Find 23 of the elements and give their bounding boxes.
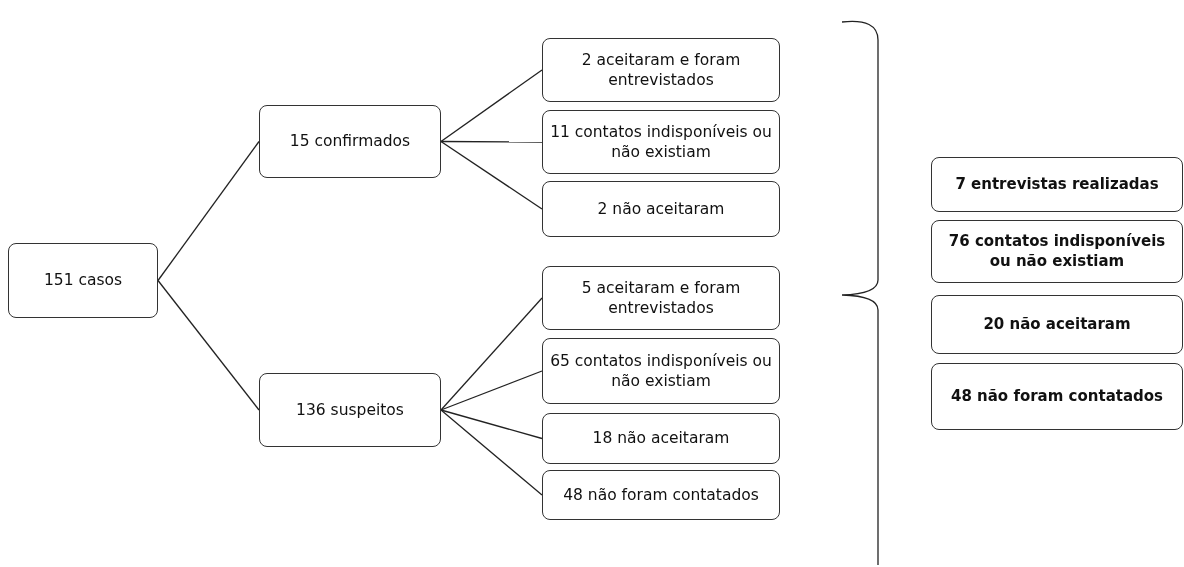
process-box: 48 não foram contatados bbox=[542, 470, 780, 520]
process-box: 2 não aceitaram bbox=[542, 181, 780, 237]
connector-line bbox=[157, 140, 260, 282]
process-box: 11 contatos indisponíveis ou não existiam bbox=[542, 110, 780, 174]
process-box: 65 contatos indisponíveis ou não existiam bbox=[542, 338, 780, 404]
process-box: 18 não aceitaram bbox=[542, 413, 780, 464]
connector-line bbox=[440, 140, 543, 143]
summary-box: 76 contatos indisponíveis ou não existiam bbox=[931, 220, 1183, 283]
connector-line bbox=[440, 409, 543, 440]
connector-line bbox=[440, 409, 543, 496]
connector-line bbox=[440, 140, 543, 210]
connector-line bbox=[440, 370, 543, 411]
process-box: 5 aceitaram e foram entrevistados bbox=[542, 266, 780, 330]
connector-line bbox=[440, 69, 543, 143]
process-box: 15 confirmados bbox=[259, 105, 441, 178]
summary-box: 48 não foram contatados bbox=[931, 363, 1183, 430]
process-box: 136 suspeitos bbox=[259, 373, 441, 447]
process-box: 151 casos bbox=[8, 243, 158, 318]
connector-line bbox=[157, 279, 260, 411]
summary-box: 7 entrevistas realizadas bbox=[931, 157, 1183, 212]
summary-box: 20 não aceitaram bbox=[931, 295, 1183, 354]
connector-line bbox=[440, 297, 543, 411]
process-box: 2 aceitaram e foram entrevistados bbox=[542, 38, 780, 102]
